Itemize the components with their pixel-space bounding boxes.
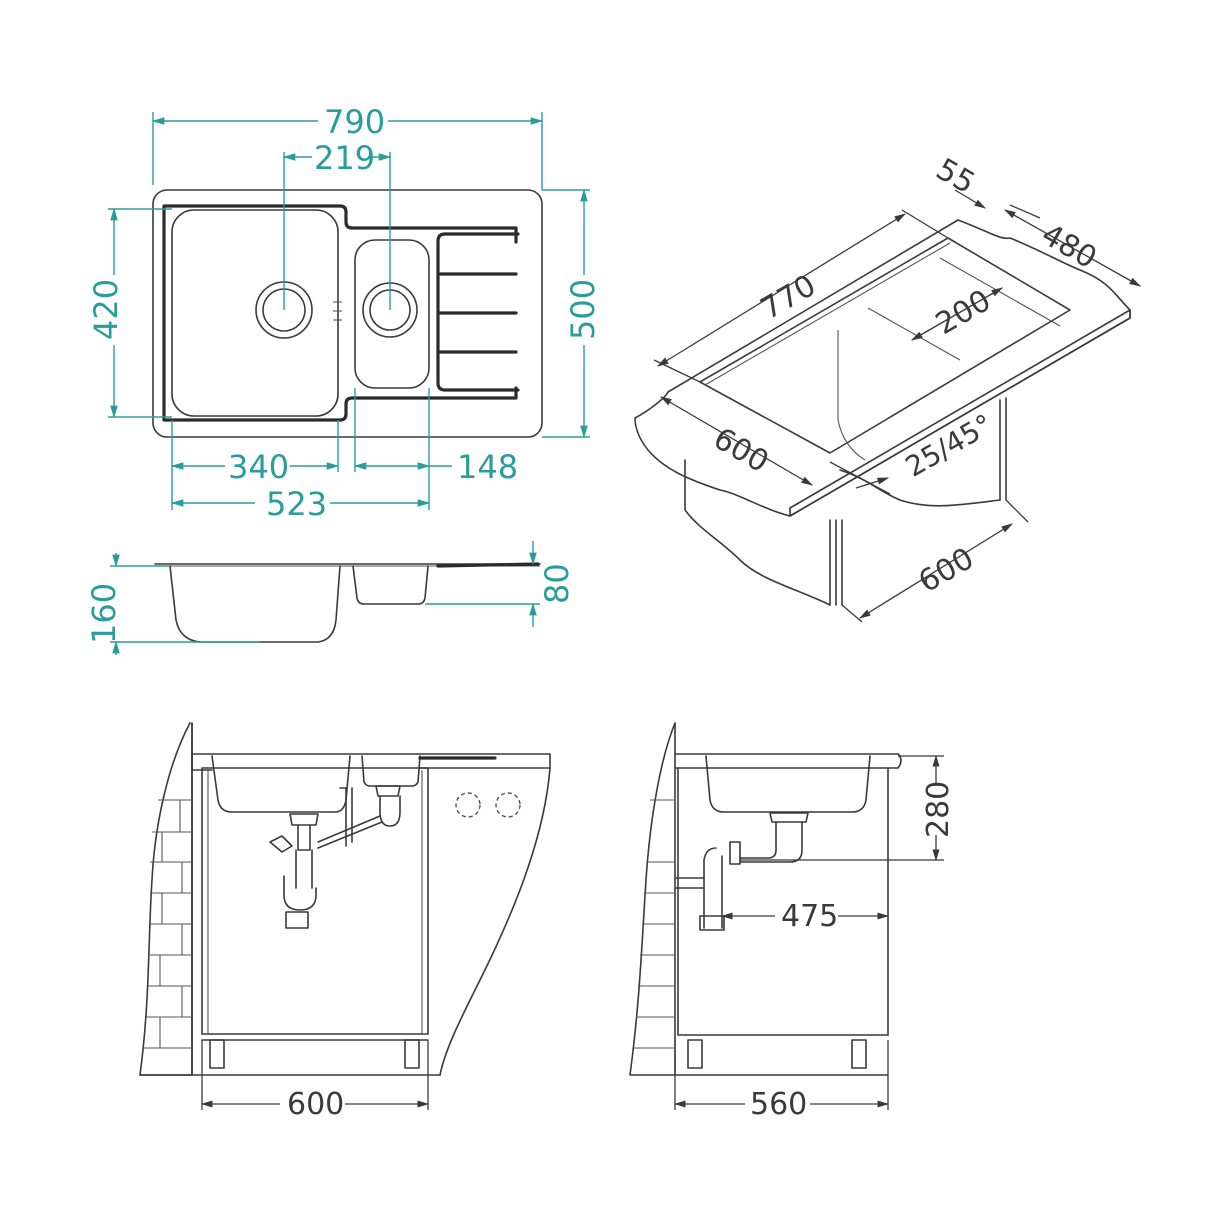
main-bowl (171, 209, 339, 417)
pipe-hole (495, 792, 521, 818)
dim-small-bowl-width: 148 (457, 448, 519, 486)
waste-plumbing (269, 785, 401, 929)
drainer-board (436, 232, 520, 392)
bowl-section (705, 755, 871, 813)
dim-front-cabinet-width: 600 (287, 1087, 345, 1122)
bowl-frame-outline (162, 204, 518, 422)
dim-overall-depth: 500 (564, 278, 602, 340)
front-installation-view (139, 722, 551, 1110)
isometric-cutout-view (634, 189, 1142, 623)
cabinet-left-side (684, 459, 831, 606)
cabinet-leg (404, 1039, 420, 1069)
cabinet-leg (209, 1039, 225, 1069)
sink-outer-rim (152, 189, 543, 438)
cabinet-body (201, 767, 429, 1035)
wall-bricks (634, 799, 675, 1049)
waste-plumbing (675, 812, 809, 931)
plan-view (108, 112, 590, 510)
cutout-opening (699, 237, 1071, 454)
worktop-surface (634, 219, 1131, 517)
dim-main-bowl-height: 160 (85, 582, 123, 644)
wall-outline (629, 722, 676, 1076)
dim-installation-height: 280 (921, 780, 956, 838)
dim-bowls-combined-width: 523 (266, 485, 328, 523)
countertop (674, 753, 902, 769)
small-bowl-section (361, 755, 421, 787)
side-profile-view (110, 541, 541, 655)
dim-main-bowl-depth: 420 (87, 278, 125, 340)
wall-bricks (144, 799, 192, 1049)
small-bowl (354, 239, 430, 389)
side-installation-view (629, 722, 944, 1110)
countertop (191, 753, 551, 771)
dim-overall-width: 790 (324, 103, 386, 141)
drainer-profile (436, 562, 540, 568)
cabinet-leg (851, 1039, 867, 1069)
dim-side-cabinet-depth: 560 (750, 1087, 808, 1122)
main-bowl-profile (169, 565, 341, 643)
dim-small-bowl-height: 80 (538, 563, 576, 604)
wall-outline (139, 722, 193, 1076)
dim-drain-center-spacing: 219 (314, 139, 376, 177)
dim-drain-offset: 475 (781, 899, 839, 934)
dim-main-bowl-width: 340 (228, 448, 290, 486)
small-bowl-profile (352, 565, 429, 605)
pipe-hole (455, 792, 481, 818)
cabinet-leg (687, 1039, 703, 1069)
main-bowl-section (211, 755, 351, 813)
